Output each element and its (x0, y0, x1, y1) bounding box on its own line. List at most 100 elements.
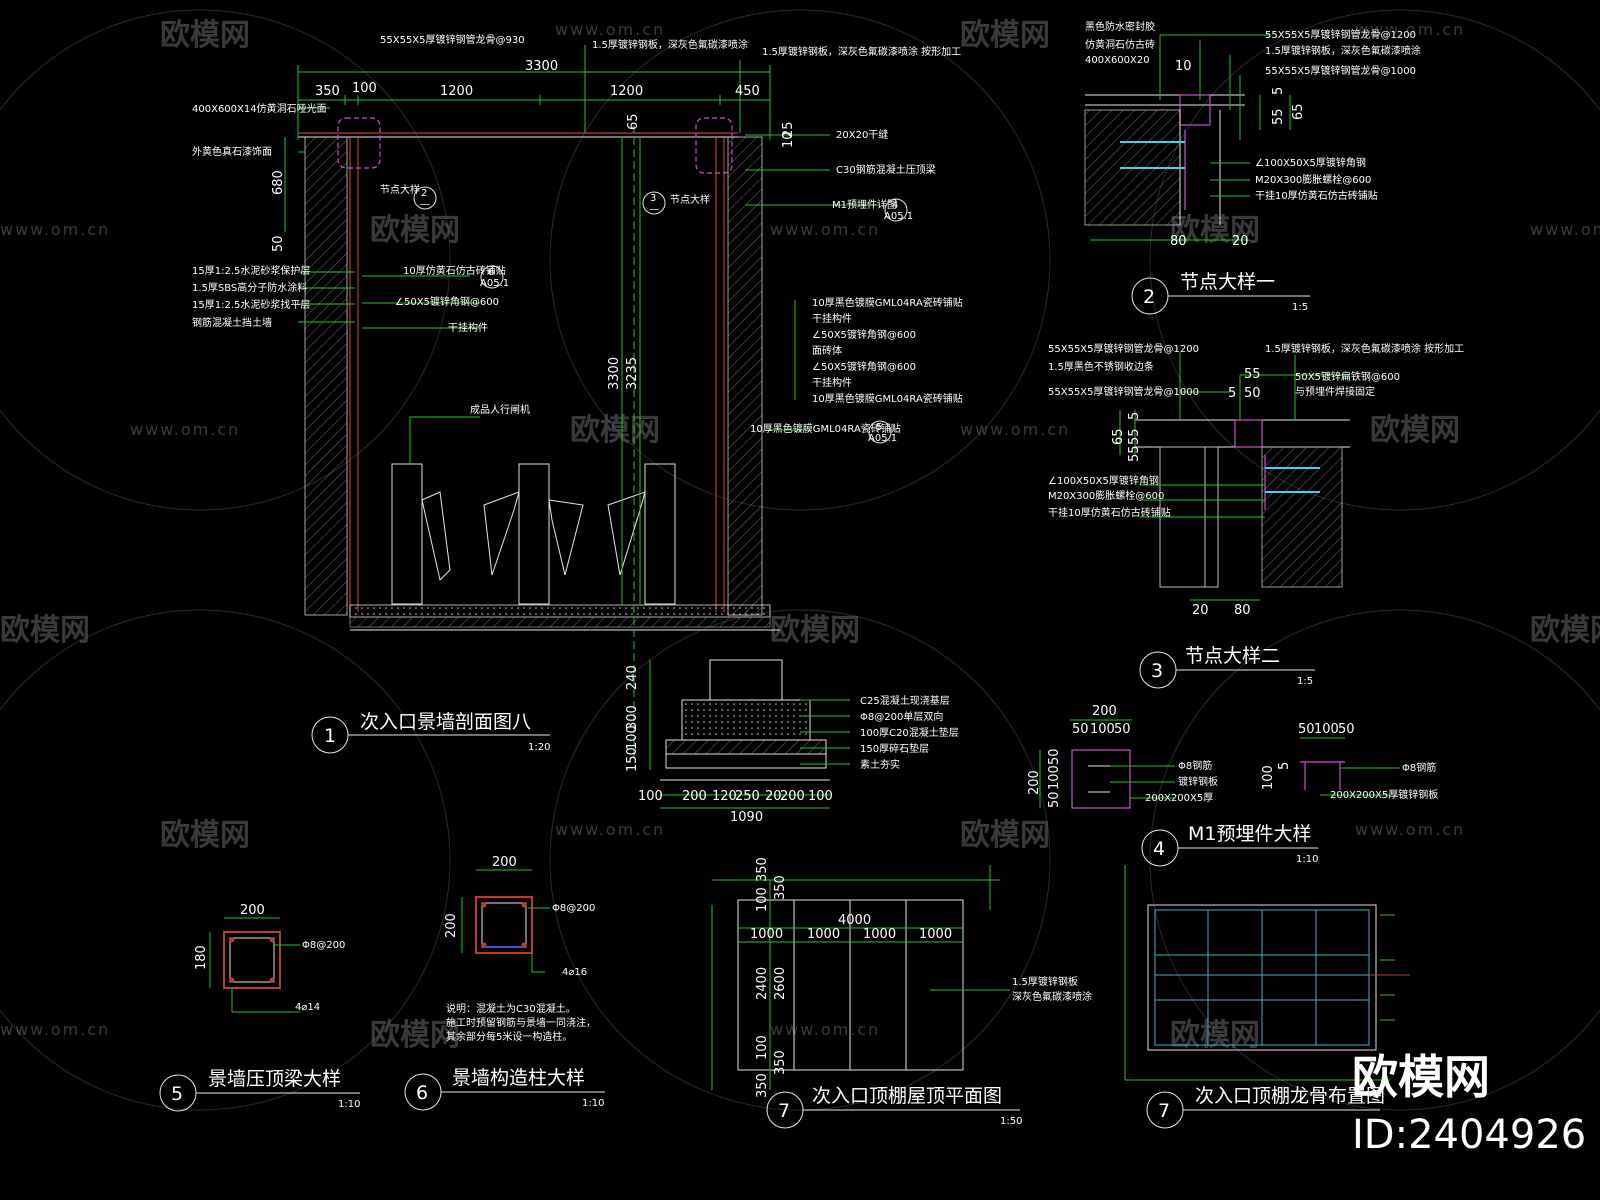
dim: 25 (781, 121, 796, 138)
note: 1.5厚镀锌钢板 (1012, 975, 1078, 988)
detail-number: 6 (416, 1082, 428, 1104)
note: 1.5厚SBS高分子防水涂料 (192, 281, 307, 294)
dim: 680 (271, 170, 286, 195)
dim: 200 (780, 789, 805, 804)
note: ∠100X50X5厚镀锌角钢 (1255, 156, 1366, 169)
note: 10厚黑色镀膜GML04RA瓷砖铺贴 (750, 422, 901, 435)
watermark-url: www.om.cn (555, 20, 665, 39)
dim: 1000 (750, 927, 783, 942)
dim: 50 (1298, 722, 1315, 737)
note: Φ8@200 (302, 940, 345, 951)
note: ∠50X5镀锌角钢@600 (395, 295, 499, 308)
dim: 200 (492, 855, 517, 870)
watermark-brand: 欧模网 (370, 213, 460, 248)
dim: 350 (315, 84, 340, 99)
watermark-url: www.om.cn (1355, 20, 1465, 39)
watermark-brand: 欧模网 (160, 18, 250, 53)
detail-scale: 1:50 (1000, 1116, 1022, 1127)
dim: 80 (1234, 603, 1251, 618)
svg-text:节点大样: 节点大样 (670, 193, 710, 206)
watermark-brand: 欧模网 (160, 818, 250, 853)
watermark-brand: 欧模网 (1530, 613, 1600, 648)
watermark-url: www.om.cn (0, 220, 110, 239)
note: 1.5厚黑色不锈钢收边条 (1048, 360, 1154, 373)
svg-text:A05.1: A05.1 (480, 278, 509, 289)
dim: 20 (1232, 234, 1249, 249)
note: 55X55X5厚镀锌钢管龙骨@1000 (1265, 64, 1416, 77)
note: 1.5厚镀锌钢板，深灰色氟碳漆喷涂 按形加工 (1265, 342, 1464, 355)
detail-scale: 1:5 (1292, 302, 1308, 313)
watermark-brand: 欧模网 (1170, 1018, 1260, 1053)
svg-text:节点大样: 节点大样 (380, 183, 420, 196)
detail-number: 5 (171, 1083, 183, 1105)
note: 100厚C20混凝土垫层 (860, 726, 959, 739)
dim: 20 (765, 789, 782, 804)
watermark-brand: 欧模网 (960, 18, 1050, 53)
note: ∠50X5镀锌角钢@600 (812, 328, 916, 341)
note: C25混凝土现浇基层 (860, 694, 950, 707)
note: 55X55X5厚镀锌钢管龙骨@1200 (1048, 342, 1199, 355)
watermark-url: www.om.cn (0, 1020, 110, 1039)
note: M20X300膨胀螺栓@600 (1255, 173, 1371, 186)
note: 150厚碎石垫层 (860, 742, 929, 755)
note: 55X55X5厚镀锌钢管龙骨@1000 (1048, 385, 1199, 398)
note: 干挂构件 (812, 376, 852, 389)
svg-text:6: 6 (488, 267, 494, 278)
detail-scale: 1:5 (1297, 676, 1313, 687)
note: 1.5厚镀锌钢板，深灰色氟碳漆喷涂 按形加工 (762, 45, 961, 58)
dim: 1000 (863, 927, 896, 942)
watermark-brand: 欧模网 (0, 613, 90, 648)
note: Φ8@200 (552, 903, 595, 914)
dim: 100 (755, 1035, 770, 1060)
dim: 100 (638, 789, 663, 804)
dim: 450 (735, 84, 760, 99)
detail-title: 景墙构造柱大样 (452, 1067, 585, 1089)
dim: 100 (625, 725, 640, 750)
note: ∠50X5镀锌角钢@600 (812, 360, 916, 373)
section-scale: 1:20 (528, 742, 550, 753)
watermark-id: ID:2404926 (1352, 1112, 1586, 1158)
dim: 350 (755, 1073, 770, 1098)
dim: 3235 (625, 357, 640, 390)
note: 外黄色真石漆饰面 (192, 145, 272, 158)
watermark-brand: 欧模网 (1170, 213, 1260, 248)
dim: 65 (1291, 103, 1306, 120)
detail-number: 3 (1151, 660, 1163, 682)
watermark-logo-text: 欧模网 (1352, 1050, 1490, 1104)
note: 与预埋件焊接固定 (1295, 385, 1375, 398)
dim: 2600 (773, 967, 788, 1000)
detail-number: 7 (778, 1100, 790, 1122)
svg-text:2: 2 (421, 188, 427, 199)
dim: 100 (808, 789, 833, 804)
remark: 施工时预留钢筋与景墙一同浇注， (446, 1016, 596, 1029)
detail-2-drawing (1084, 34, 1291, 241)
watermark-url: www.om.cn (770, 220, 880, 239)
dim: 200 (1092, 704, 1117, 719)
watermark-url: www.om.cn (960, 420, 1070, 439)
watermark-brand: 欧模网 (960, 818, 1050, 853)
dim: 3300 (525, 59, 558, 74)
dim: 5 (1271, 87, 1286, 95)
dim: 20 (1192, 603, 1209, 618)
detail-number: 2 (1143, 286, 1155, 308)
callout-4: 4 A05.1 (884, 198, 913, 222)
right-wall-hatch (727, 136, 763, 616)
dim: 100 (1090, 722, 1115, 737)
callout-6: 6 A05.1 (480, 265, 509, 289)
note: Φ8@200单层双向 (860, 710, 943, 723)
note: Φ8钢筋 (1178, 759, 1212, 772)
note: 钢筋混凝土挡土墙 (192, 316, 272, 329)
callout-2: 节点大样 2 — (380, 183, 437, 210)
note: 1.5厚镀锌钢板，深灰色氟碳漆喷涂 (1265, 44, 1421, 57)
svg-text:—: — (649, 204, 659, 215)
dim: 50 (271, 235, 286, 252)
dim: 350 (773, 1050, 788, 1075)
dim: 5 (1228, 386, 1236, 401)
note: 200X200X5厚 (1145, 792, 1213, 804)
dim: 50 (1047, 748, 1062, 765)
note: 10厚仿黄石仿古砖铺贴 (403, 264, 506, 277)
dim: 350 (773, 875, 788, 900)
note: 黑色防水密封胶 (1085, 20, 1155, 33)
callout-3: 3 — 节点大样 (642, 191, 710, 215)
